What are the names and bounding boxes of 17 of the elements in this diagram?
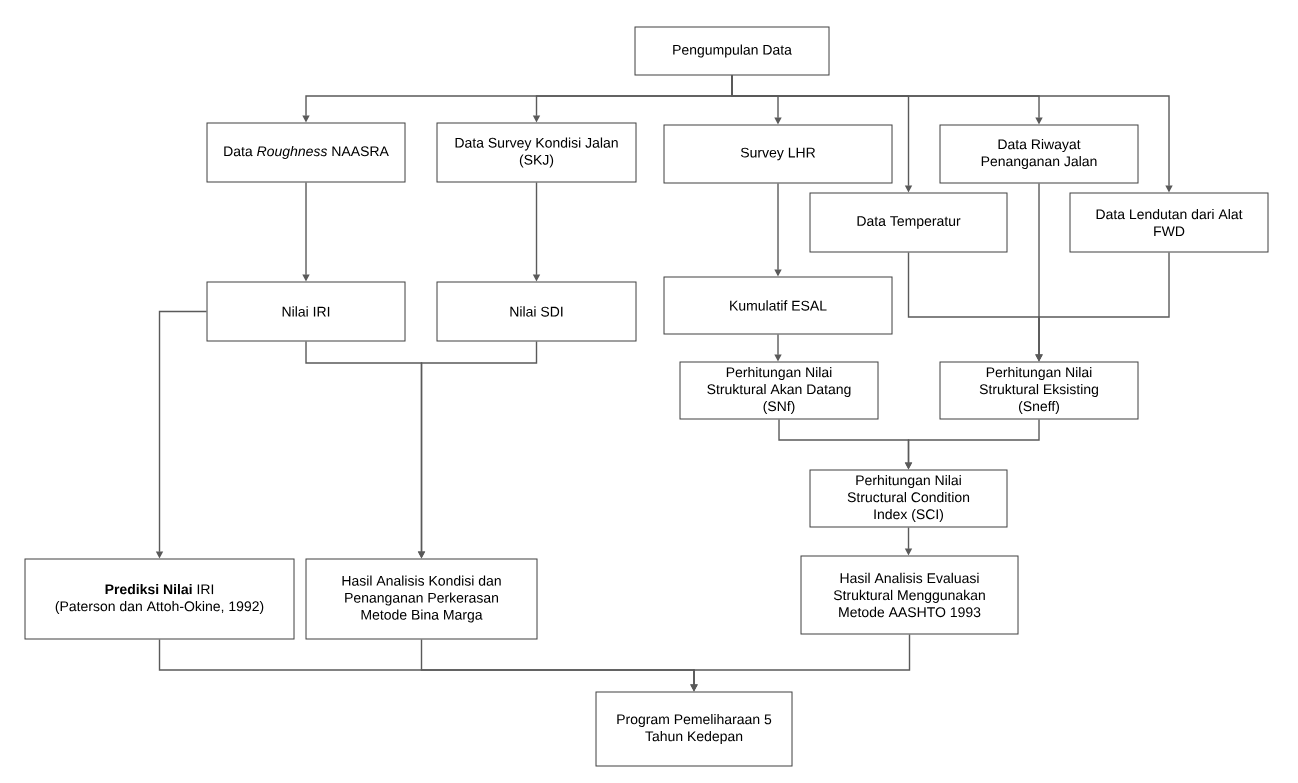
process-box: Data Survey Kondisi Jalan (SKJ) [436,122,637,183]
process-box: Nilai IRI [206,281,406,342]
process-box: Perhitungan Nilai Structural Condition Index (SCI) [809,469,1008,528]
process-box: Nilai SDI [436,281,637,342]
process-box: Hasil Analisis Evaluasi Struktural Menggunakan Metode AASHTO 1993 [800,555,1019,635]
process-box: Prediksi Nilai IRI (Paterson dan Attoh-Okine, 1992) [24,558,295,640]
process-box: Hasil Analisis Kondisi dan Penanganan Perkerasan Metode Bina Marga [305,558,538,640]
process-box: Data Riwayat Penanganan Jalan [939,124,1139,184]
process-box: Data Roughness NAASRA [206,122,406,183]
process-box: Perhitungan Nilai Struktural Akan Datang (SNf) [679,361,879,420]
process-box: Data Lendutan dari Alat FWD [1069,192,1269,253]
process-box: Perhitungan Nilai Struktural Eksisting (Sneff) [939,361,1139,420]
process-box: Data Temperatur [809,192,1008,253]
process-box: Survey LHR [663,124,893,184]
process-box: Program Pemeliharaan 5 Tahun Kedepan [595,691,793,767]
process-box: Pengumpulan Data [634,26,830,76]
process-box: Kumulatif ESAL [663,276,893,335]
